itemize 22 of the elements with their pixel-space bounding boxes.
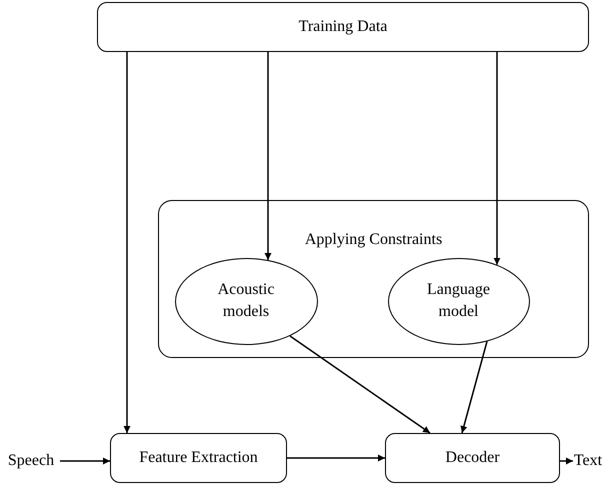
- node-label: Acoustic models: [216, 280, 276, 322]
- node-label: Feature Extraction: [139, 449, 258, 467]
- model-ellipse: [174, 258, 318, 344]
- node-label: Decoder: [445, 449, 500, 467]
- arrow: [60, 458, 110, 464]
- process-box: [97, 2, 589, 52]
- arrow: [124, 52, 130, 433]
- process-box: [110, 433, 287, 483]
- node-label: Language model: [426, 280, 492, 322]
- model-ellipse: [388, 258, 530, 344]
- output-label: Text: [573, 450, 603, 472]
- process-box: [385, 433, 560, 483]
- group-title: Applying Constraints: [304, 231, 444, 249]
- arrow: [494, 52, 500, 265]
- arrow: [560, 458, 573, 464]
- group-box: [158, 200, 589, 358]
- arrow: [264, 52, 272, 260]
- arrow: [290, 335, 430, 434]
- arrow: [460, 341, 488, 434]
- arrow: [287, 454, 385, 462]
- node-label: Training Data: [298, 18, 388, 36]
- input-label: Speech: [4, 450, 58, 472]
